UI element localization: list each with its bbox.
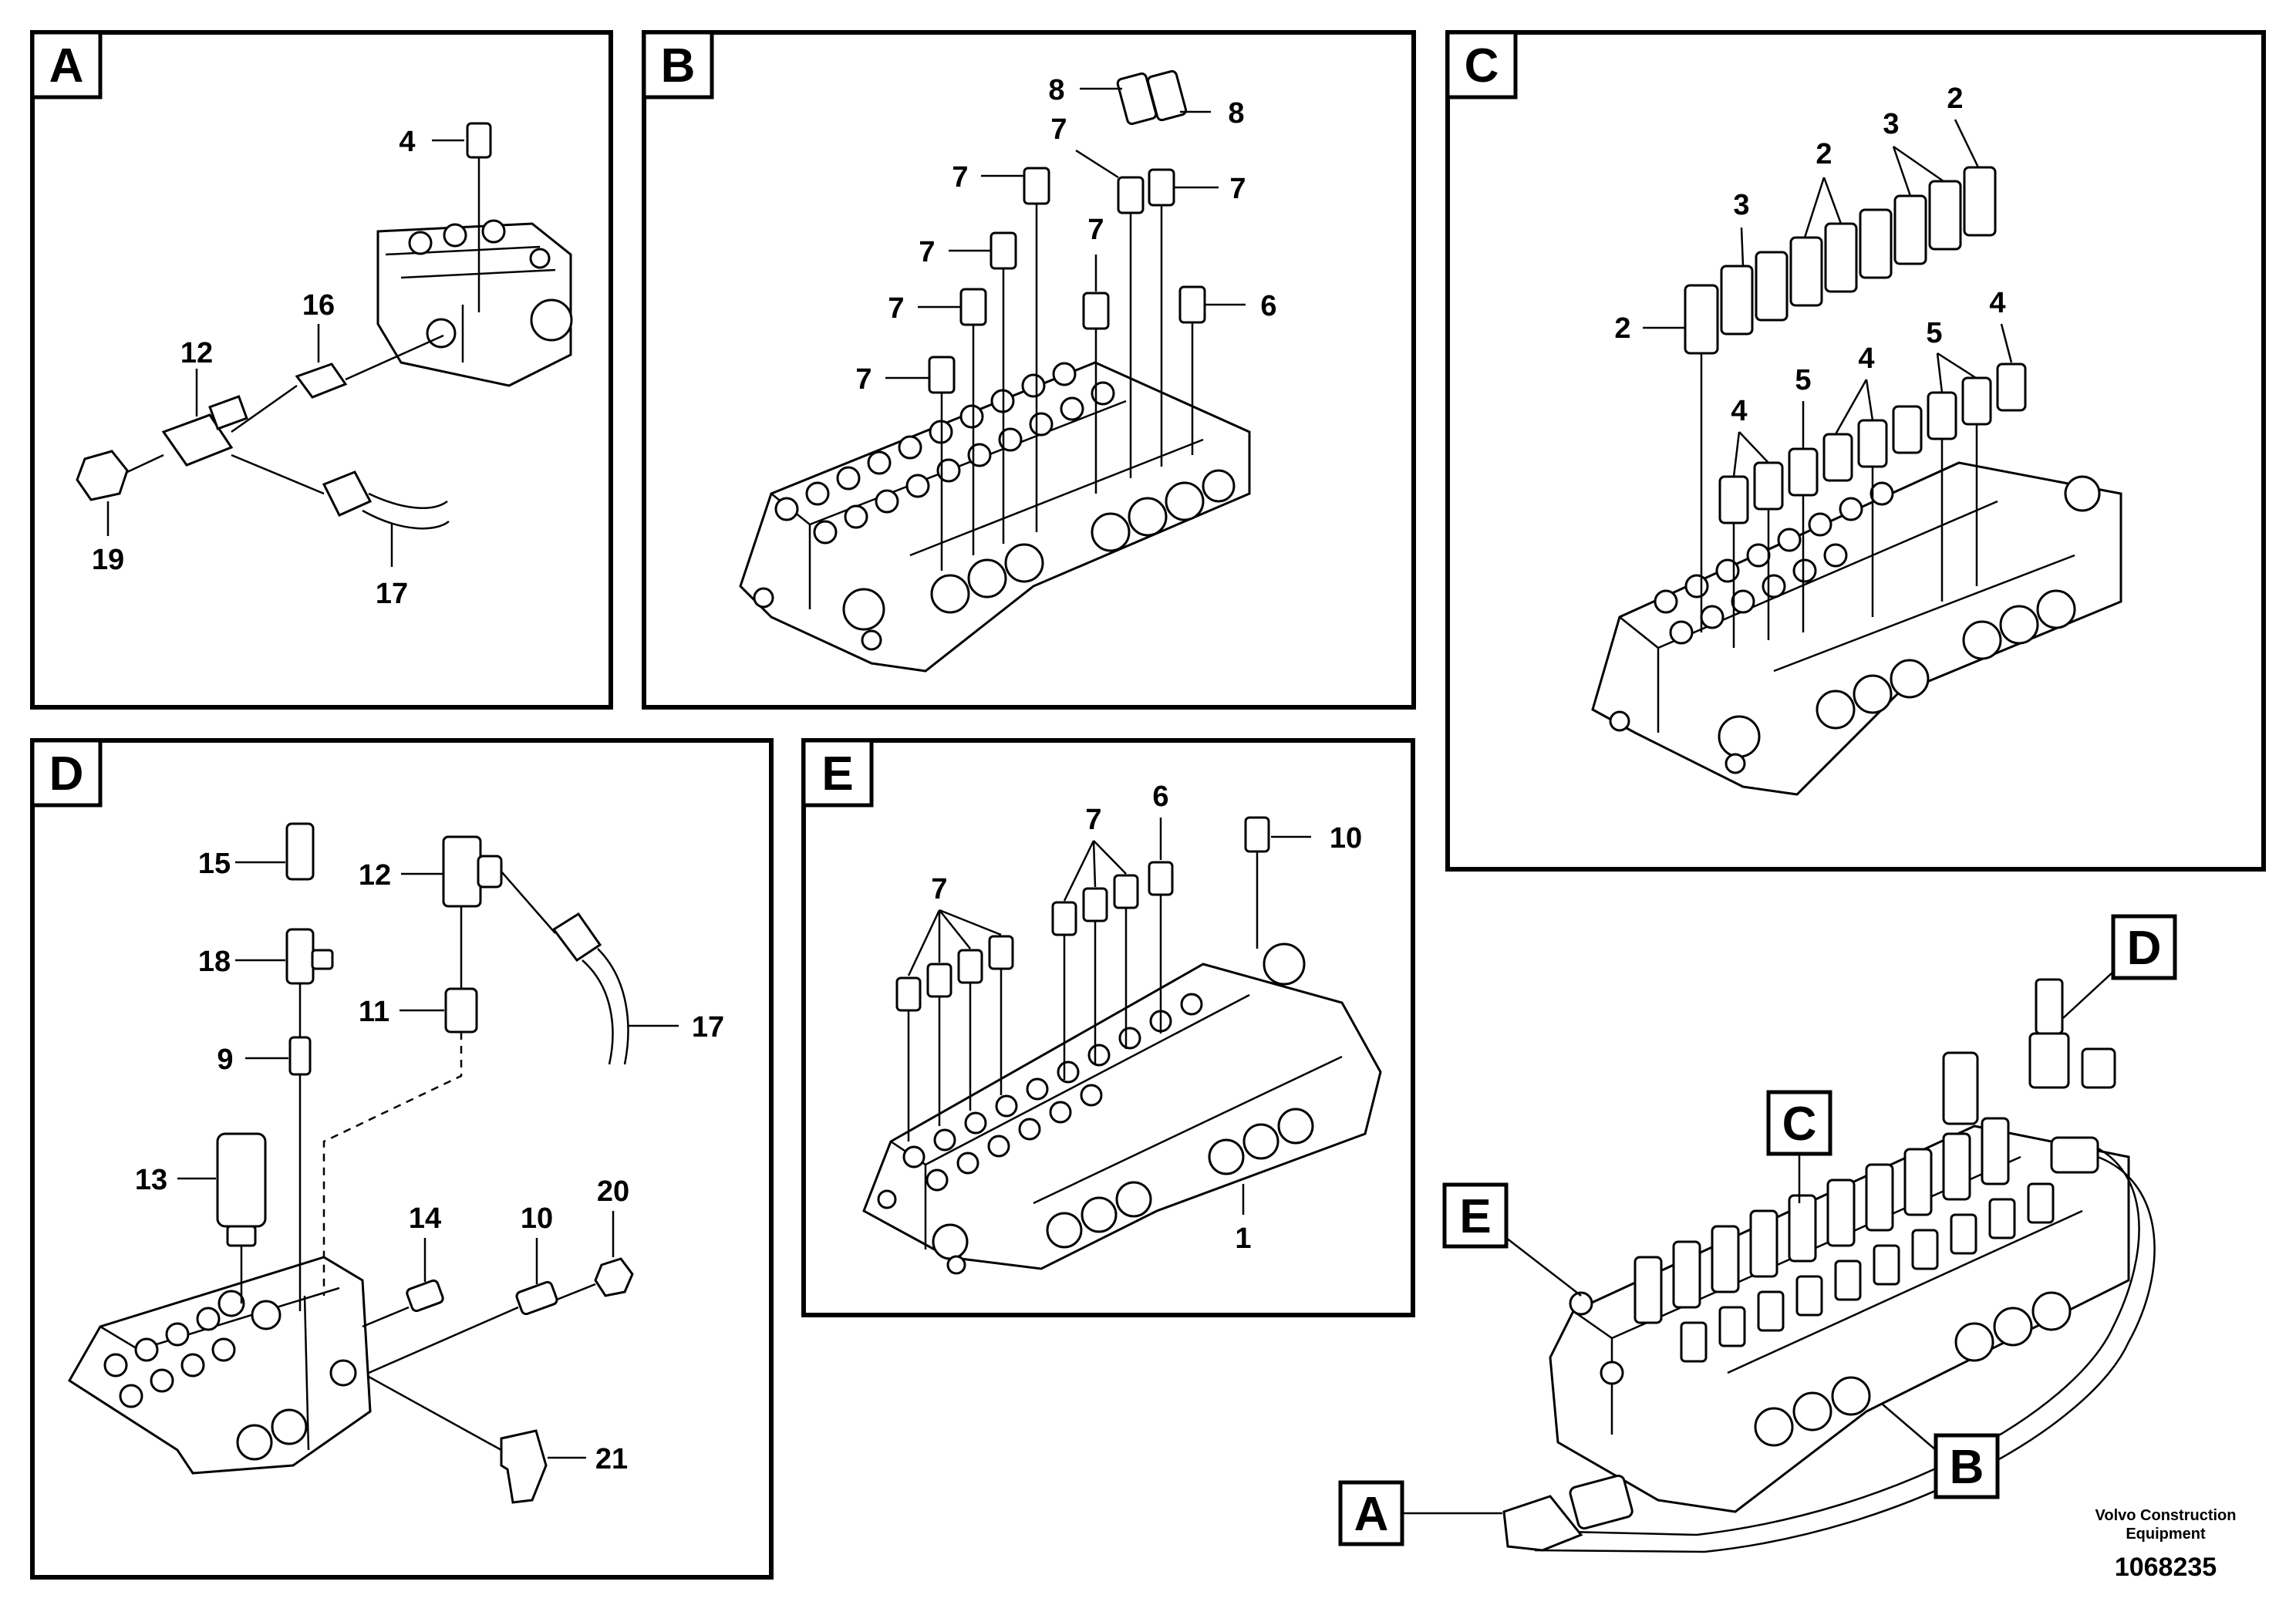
panel-d-callout-12: 12	[359, 859, 391, 892]
panel-a-callout-16: 16	[302, 289, 335, 322]
credit-line-1: Volvo Construction	[2095, 1507, 2237, 1524]
panel-b-callout-7-c: 7	[952, 161, 968, 194]
adapter-11	[444, 987, 478, 1034]
panel-c-callout-4-b: 4	[1858, 342, 1874, 375]
panel-d-callout-10: 10	[521, 1202, 553, 1235]
fitting-4	[466, 122, 492, 159]
panel-b-callout-7-e: 7	[1087, 214, 1104, 246]
fitting-15	[285, 822, 315, 881]
credit-line-2: Equipment	[2126, 1526, 2206, 1543]
nut-20	[594, 1257, 634, 1297]
panel-c-callout-4-a: 4	[1989, 287, 2005, 319]
fitting-9	[288, 1036, 312, 1076]
panel-e-letter: E	[821, 747, 853, 801]
panel-a-letter: A	[49, 39, 84, 93]
fitting-7-f	[959, 288, 987, 326]
panel-a: A 4 16 12 19	[30, 30, 613, 710]
valve-13	[216, 1132, 267, 1228]
panel-c-callout-5-b: 5	[1795, 364, 1811, 396]
adapter-16	[295, 363, 348, 399]
panel-c-callout-2-b: 2	[1816, 138, 1832, 170]
fitting-10	[1244, 816, 1270, 853]
panel-b-callout-7-f: 7	[888, 292, 904, 325]
adapter-10	[515, 1280, 558, 1316]
panel-d-callout-15: 15	[198, 848, 231, 880]
overview-tag-c: C	[1782, 1098, 1817, 1151]
panel-b-control-valve	[739, 361, 1251, 673]
panel-b-callout-7-a: 7	[1050, 113, 1067, 146]
panel-b-callout-8-right: 8	[1228, 97, 1244, 130]
fitting-7-g	[928, 356, 956, 394]
panel-e-callout-7-mid: 7	[1085, 804, 1101, 836]
panel-c: C 2 3	[1445, 30, 2266, 872]
panel-d-callout-21: 21	[595, 1443, 628, 1475]
fitting-7-d	[990, 231, 1017, 270]
panel-b-callout-6: 6	[1260, 290, 1276, 322]
fitting-7-c	[1023, 167, 1050, 205]
fitting-6	[1148, 861, 1174, 896]
panel-b-letter: B	[661, 39, 696, 93]
panel-d-callout-13: 13	[135, 1164, 167, 1196]
panel-b-callout-7-g: 7	[855, 363, 872, 396]
panel-d: D 15 12 18 11	[30, 738, 774, 1580]
fitting-7-b	[1148, 168, 1175, 207]
panel-e: E 7	[801, 738, 1415, 1317]
panel-b-callout-7-d: 7	[919, 236, 935, 268]
fitting-7-a	[1117, 176, 1145, 214]
panel-c-control-valve	[1591, 461, 2122, 796]
cartridge-2-left	[1684, 284, 1719, 355]
panel-c-callout-3-b: 3	[1883, 108, 1899, 140]
overview-assembly: D C E B A	[1338, 914, 2177, 1553]
panel-a-callout-17: 17	[376, 578, 408, 610]
panel-d-callout-9: 9	[217, 1044, 233, 1076]
panel-a-callout-19: 19	[92, 544, 124, 576]
overview-tag-a: A	[1354, 1488, 1389, 1541]
panel-c-callout-5-a: 5	[1926, 317, 1942, 349]
panel-c-callout-2-a: 2	[1614, 312, 1630, 345]
panel-c-callout-3-a: 3	[1733, 189, 1749, 221]
elbow-8-right	[1146, 69, 1188, 122]
panel-b-callout-7-b: 7	[1229, 173, 1246, 205]
plug-14	[406, 1279, 444, 1313]
panel-b: B 8 8 7	[642, 30, 1416, 710]
panel-e-callout-7-left: 7	[931, 873, 947, 905]
document-number: 1068235	[2115, 1553, 2217, 1582]
nut-19	[76, 450, 129, 501]
overview-tag-b: B	[1950, 1441, 1984, 1494]
panel-e-control-valve	[862, 943, 1382, 1275]
fitting-6	[1178, 285, 1206, 324]
panel-a-callout-4: 4	[399, 126, 415, 158]
panel-c-callout-4-c: 4	[1731, 395, 1747, 427]
panel-e-callout-6: 6	[1152, 781, 1168, 813]
panel-d-letter: D	[49, 747, 84, 801]
overview-tag-e: E	[1459, 1190, 1491, 1243]
panel-b-callout-8-left: 8	[1048, 74, 1064, 106]
panel-c-callout-2-c: 2	[1947, 83, 1963, 115]
panel-d-callout-17: 17	[692, 1011, 724, 1044]
panel-d-callout-18: 18	[198, 946, 231, 978]
panel-d-callout-20: 20	[597, 1175, 629, 1208]
panel-d-valve-section	[67, 1256, 372, 1475]
tee-12	[161, 413, 234, 467]
panel-d-callout-11: 11	[359, 996, 389, 1028]
panel-e-callout-10: 10	[1330, 822, 1362, 855]
panel-a-callout-12: 12	[180, 337, 213, 369]
panel-c-letter: C	[1465, 39, 1499, 93]
tee-18	[285, 928, 315, 985]
panel-d-callout-14: 14	[409, 1202, 441, 1235]
tee-12	[442, 835, 482, 908]
elbow-21	[500, 1429, 548, 1504]
fitting-7-e	[1082, 292, 1110, 330]
panel-e-callout-1: 1	[1235, 1222, 1251, 1255]
overview-tag-d: D	[2127, 922, 2162, 975]
panel-a-valve-block	[376, 219, 573, 387]
